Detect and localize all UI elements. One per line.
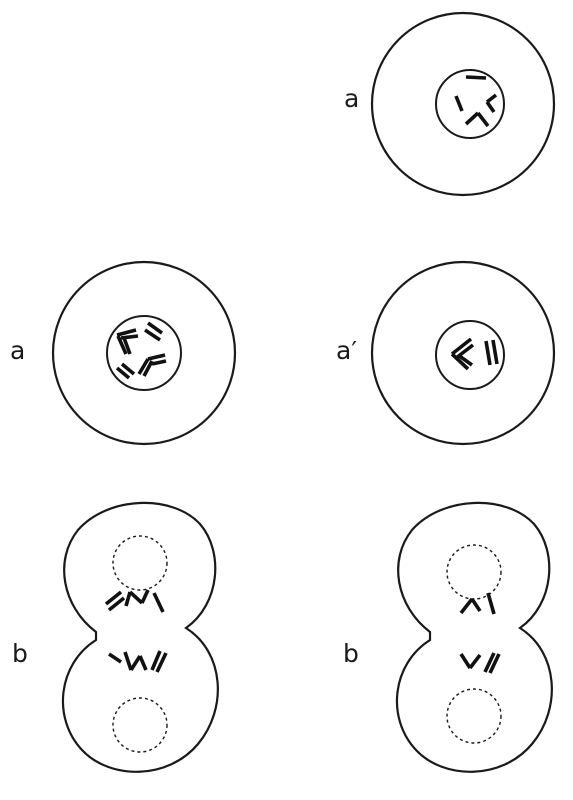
- chromosome: [464, 111, 480, 126]
- chromosome: [484, 340, 492, 366]
- chromosome: [137, 358, 150, 375]
- chromosome: [483, 652, 496, 673]
- chromosome: [459, 597, 474, 615]
- nucleus-ghost-lower: [446, 688, 502, 744]
- chromosome: [470, 598, 482, 612]
- chromosome: [468, 653, 482, 670]
- chromosome: [124, 591, 132, 607]
- chromosomes: [454, 75, 498, 128]
- nucleus: [435, 320, 505, 390]
- chromosome: [140, 589, 150, 604]
- chromosome: [151, 359, 167, 366]
- chromosome: [491, 339, 499, 365]
- chromosome: [144, 328, 161, 342]
- chromosome: [476, 111, 490, 128]
- nucleus-ghost-upper: [446, 544, 502, 600]
- chromosome: [465, 75, 487, 80]
- cell-top-right: [370, 11, 556, 197]
- chromosome: [108, 652, 122, 664]
- cell-membrane: [370, 11, 556, 197]
- cell-bottom-right: [395, 501, 553, 773]
- chromosome: [138, 655, 148, 671]
- chromosome: [107, 596, 126, 612]
- chromosome: [129, 655, 142, 671]
- chromosome: [120, 334, 139, 340]
- label-middle-right: a′: [336, 336, 357, 365]
- label-bottom-left: b: [12, 639, 28, 668]
- nucleus: [106, 315, 182, 391]
- cell-middle-left: [51, 260, 237, 446]
- chromosome: [116, 328, 137, 337]
- chromosome: [122, 337, 132, 355]
- cell-middle-right: [370, 260, 556, 446]
- chromosome: [123, 651, 133, 671]
- cell-bottom-left: [61, 501, 219, 773]
- chromosome: [485, 93, 498, 104]
- chromosome: [147, 353, 166, 361]
- cell-membrane: [51, 260, 237, 446]
- chromosomes: [459, 592, 501, 674]
- chromosome: [450, 337, 473, 356]
- nucleus-ghost-upper: [112, 535, 168, 591]
- label-top-right: a: [344, 84, 360, 113]
- label-middle-left: a: [10, 336, 26, 365]
- chromosomes: [115, 321, 167, 380]
- cell-membrane: [370, 260, 556, 446]
- cell-membrane: [395, 501, 553, 773]
- nucleus-ghost-lower: [112, 697, 168, 753]
- chromosome: [116, 335, 128, 355]
- chromosomes: [450, 337, 499, 371]
- chromosome: [115, 366, 131, 380]
- chromosomes: [104, 589, 168, 673]
- chromosome: [454, 95, 464, 112]
- cell-membrane: [61, 501, 219, 773]
- chromosome: [152, 592, 165, 613]
- chromosome: [142, 360, 154, 377]
- nucleus: [435, 69, 505, 139]
- chromosome: [150, 650, 162, 671]
- chromosome: [146, 321, 164, 335]
- chromosome: [459, 653, 472, 669]
- chromosome: [104, 590, 123, 606]
- chromosome: [456, 353, 474, 367]
- chromosome: [128, 590, 144, 605]
- chromosome: [120, 362, 136, 376]
- chromosome: [155, 652, 168, 673]
- chromosome: [488, 653, 501, 674]
- chromosome: [486, 592, 496, 615]
- chromosome: [450, 352, 470, 371]
- chromosome: [485, 100, 496, 114]
- label-bottom-right: b: [343, 639, 359, 668]
